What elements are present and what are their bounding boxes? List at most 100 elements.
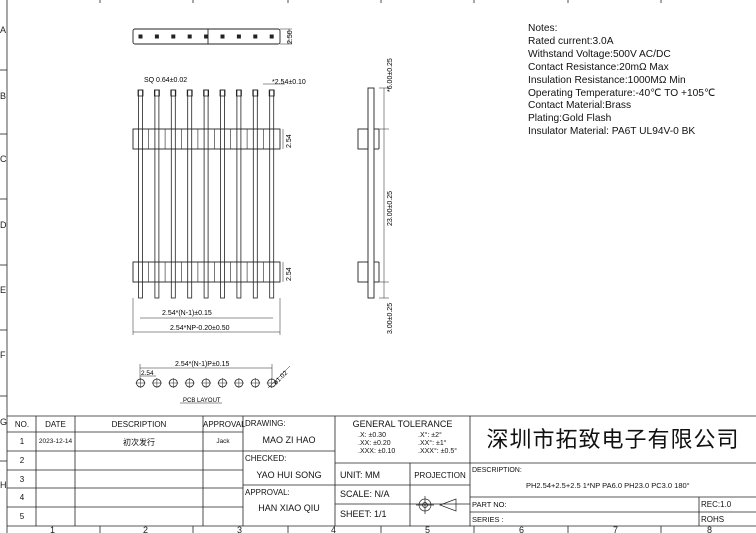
row-label: F — [0, 350, 6, 360]
front-view — [132, 83, 285, 335]
approval-label: APPROVAL: — [245, 488, 290, 497]
rev-row-no: 3 — [19, 475, 25, 484]
dim-pitch-total: 2.54*(N-1)±0.15 — [162, 310, 212, 317]
pin-square — [220, 34, 225, 39]
dim-pcb-total: 2.54*(N-1)P±0.15 — [175, 361, 230, 368]
top-view — [132, 28, 292, 45]
title-block-grid — [7, 415, 756, 526]
pin-tip — [235, 89, 242, 97]
row-label: B — [0, 91, 6, 101]
pcb-layout — [135, 364, 291, 404]
projection-symbol — [416, 496, 457, 514]
pcb-layout-label: PCB LAYOUT — [183, 398, 221, 404]
dim-top-height: 2.50 — [287, 30, 294, 44]
dim-pitch: *2.54±0.10 — [272, 79, 306, 86]
pin-tip — [268, 89, 275, 97]
side-view — [357, 87, 389, 299]
rev-row-no: 2 — [19, 456, 25, 465]
pin-tip — [186, 89, 193, 97]
col-label: 4 — [331, 525, 336, 533]
sheet-label: SHEET: 1/1 — [340, 509, 387, 519]
description-label: DESCRIPTION: — [472, 467, 522, 474]
pin-tip — [170, 89, 177, 97]
dim-side-mid: 23.00±0.25 — [387, 191, 394, 226]
note-item: Operating Temperature:-40℃ TO +105℃ — [528, 87, 716, 99]
col-label: 7 — [613, 525, 618, 533]
notes-title: Notes: — [528, 23, 558, 34]
rec-label: REC:1.0 — [701, 500, 732, 509]
pin — [154, 89, 160, 299]
rohs-label: ROHS — [701, 515, 725, 524]
pin-square — [154, 34, 159, 39]
unit-label: UNIT: MM — [340, 470, 380, 480]
scale-label: SCALE: N/A — [340, 489, 390, 499]
pin-square — [204, 34, 209, 39]
row-label: G — [0, 417, 7, 427]
series-label: SERIES : — [472, 515, 504, 524]
row-label: D — [0, 220, 7, 230]
note-item: Plating:Gold Flash — [528, 113, 612, 125]
rev-header-no: NO. — [14, 420, 30, 429]
pin — [187, 89, 193, 299]
rev-header-date: DATE — [45, 420, 66, 429]
checked-label: CHECKED: — [245, 454, 287, 463]
pin — [252, 89, 258, 299]
col-label: 8 — [707, 525, 712, 533]
tolerance-linear: .X: ±0.30 .XX: ±0.20 .XXX: ±0.10 — [358, 432, 396, 455]
description-text: PH2.54+2.5+2.5 1*NP PA6.0 PH23.0 PC3.0 1… — [526, 481, 690, 490]
row-label: A — [0, 25, 6, 35]
pin-square — [236, 34, 241, 39]
row-label: C — [0, 154, 7, 164]
row-label: E — [0, 285, 6, 295]
pin-tip — [203, 89, 210, 97]
pin — [170, 89, 176, 299]
company-name: 深圳市拓致电子有限公司 — [486, 428, 740, 453]
note-item: Contact Material:Brass — [528, 100, 632, 112]
col-label: 2 — [143, 525, 148, 533]
row-label: H — [0, 480, 7, 490]
pin-square — [187, 34, 192, 39]
rev-row-no: 4 — [19, 493, 25, 502]
part-no-label: PART NO: — [472, 500, 507, 509]
pin-square — [138, 34, 143, 39]
col-label: 6 — [519, 525, 524, 533]
pin-tip — [137, 89, 144, 97]
pin — [138, 89, 143, 299]
rev-row-no: 1 — [19, 437, 25, 446]
dim-housing-upper: 2.54 — [286, 134, 293, 148]
dim-overall: 2.54*NP-0.20±0.50 — [170, 325, 230, 332]
drawing-label: DRAWING: — [245, 419, 286, 428]
col-label: 1 — [50, 525, 55, 533]
pin-square — [253, 34, 258, 39]
pin-square — [269, 34, 274, 39]
dim-side-top: *6.00±0.25 — [387, 58, 394, 92]
pin-tip — [153, 89, 160, 97]
note-item: Rated current:3.0A — [528, 35, 614, 47]
dim-pcb-pitch: 2.54 — [141, 370, 154, 377]
pin-tip — [219, 89, 226, 97]
rev-row-date: 2023-12-14 — [38, 438, 73, 445]
note-item: Insulation Resistance:1000MΩ Min — [528, 74, 686, 86]
dim-side-bottom: 3.00±0.25 — [387, 303, 394, 334]
dim-pcb-hole: ø1.02 — [272, 369, 289, 386]
approval-name: HAN XIAO QIU — [258, 503, 320, 513]
tolerance-angle: .X°: ±2° .XX°: ±1° .XXX°: ±0.5° — [418, 432, 458, 455]
rev-header-description: DESCRIPTION — [111, 420, 167, 429]
projection-label: PROJECTION — [414, 471, 466, 480]
pin — [203, 89, 209, 299]
rev-row-description: 初次发行 — [123, 438, 155, 447]
note-item: Withstand Voltage:500V AC/DC — [528, 48, 671, 60]
col-label: 5 — [425, 525, 430, 533]
notes-block: Notes: Rated current:3.0A Withstand Volt… — [528, 23, 715, 139]
rev-header-approval: APPROVAL — [203, 420, 246, 429]
pin-tip — [252, 89, 259, 97]
rev-row-no: 5 — [19, 512, 25, 521]
tolerance-title: GENERAL TOLERANCE — [352, 419, 453, 429]
note-item: Contact Resistance:20mΩ Max — [528, 61, 669, 73]
col-label: 3 — [237, 525, 242, 533]
note-item: Insulator Material: PA6T UL94V-0 BK — [528, 126, 696, 138]
dim-housing-lower: 2.54 — [286, 267, 293, 281]
pin — [269, 89, 275, 299]
checked-name: YAO HUI SONG — [256, 470, 322, 480]
